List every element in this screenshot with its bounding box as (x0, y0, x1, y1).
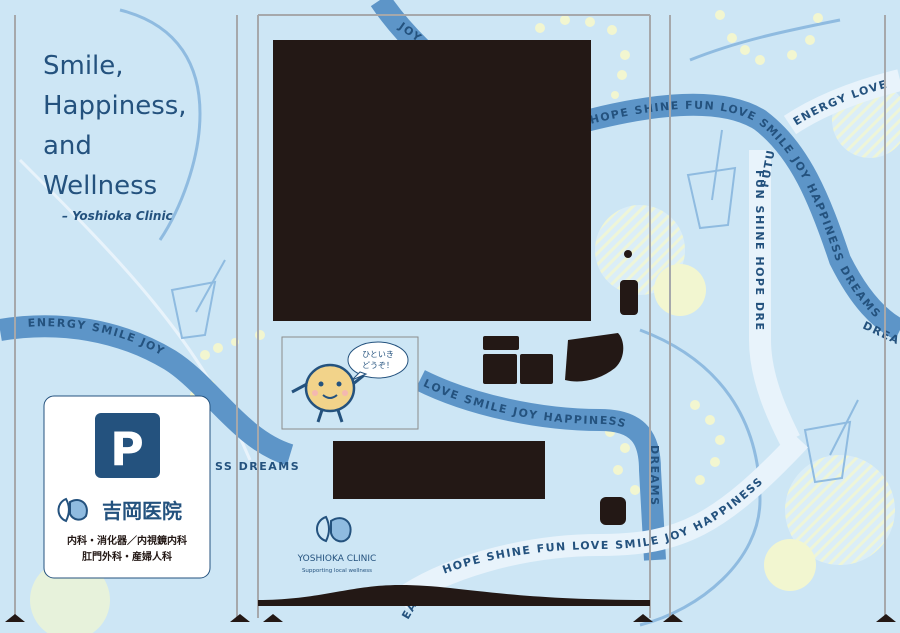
ribbon-left (0, 315, 294, 466)
yellow-dot (654, 264, 706, 316)
yellow-dot (764, 539, 816, 591)
base-kick-plate (258, 585, 650, 606)
return-slot (600, 497, 626, 525)
departments-line-2: 肛門外科・産婦人科 (81, 550, 172, 563)
speech-bubble: ひといき どうぞ！ (347, 341, 409, 381)
swirl-line (639, 328, 762, 627)
speech-line-1: ひといき (362, 350, 394, 359)
departments-line-1: 内科・消化器／内視鏡内科 (67, 534, 187, 547)
ribbon-center (415, 370, 666, 561)
mascot-character (291, 363, 369, 423)
brand-tagline: Supporting local wellness (302, 568, 372, 574)
slogan-line-1: Smile, (43, 51, 124, 81)
slogan-line-4: Wellness (43, 171, 158, 201)
cup-illustration (170, 129, 859, 484)
parking-symbol: P (110, 422, 144, 476)
bill-slot (565, 333, 624, 382)
machine-cutouts (258, 40, 650, 606)
clinic-logo-icon (57, 497, 88, 523)
parking-symbol-box (95, 413, 160, 478)
ribbon-vertical (749, 150, 800, 445)
display-window (273, 40, 591, 321)
slogan-line-2: Happiness, (43, 91, 187, 121)
button-panel (520, 354, 553, 384)
clinic-name: 吉岡医院 (102, 499, 182, 523)
panel-seams (14, 14, 886, 618)
swirl-line (689, 18, 841, 62)
parking-sign (43, 395, 211, 579)
swirl-line (119, 8, 202, 241)
product-outlet (333, 441, 545, 499)
button-panel (483, 354, 517, 384)
slogan-heading: Smile, Happiness, and Wellness (43, 46, 187, 206)
slogan-line-3: and (43, 131, 92, 161)
speech-line-2: どうぞ！ (362, 361, 394, 370)
brand-name: YOSHIOKA CLINIC (297, 554, 377, 564)
slogan-attribution: – Yoshioka Clinic (62, 209, 173, 223)
coin-slot (620, 280, 638, 315)
striped-circle (785, 455, 895, 565)
brand-logo-icon (316, 515, 352, 543)
indicator-dot (624, 250, 632, 258)
ribbon-far-right (783, 69, 900, 135)
button-panel (483, 336, 519, 350)
machine-feet (5, 614, 896, 622)
ribbon-text-center-down: DREAMS (648, 445, 661, 507)
ribbon-text-mid-left: SS DREAMS (215, 460, 300, 473)
ribbon-bottom (393, 432, 809, 609)
